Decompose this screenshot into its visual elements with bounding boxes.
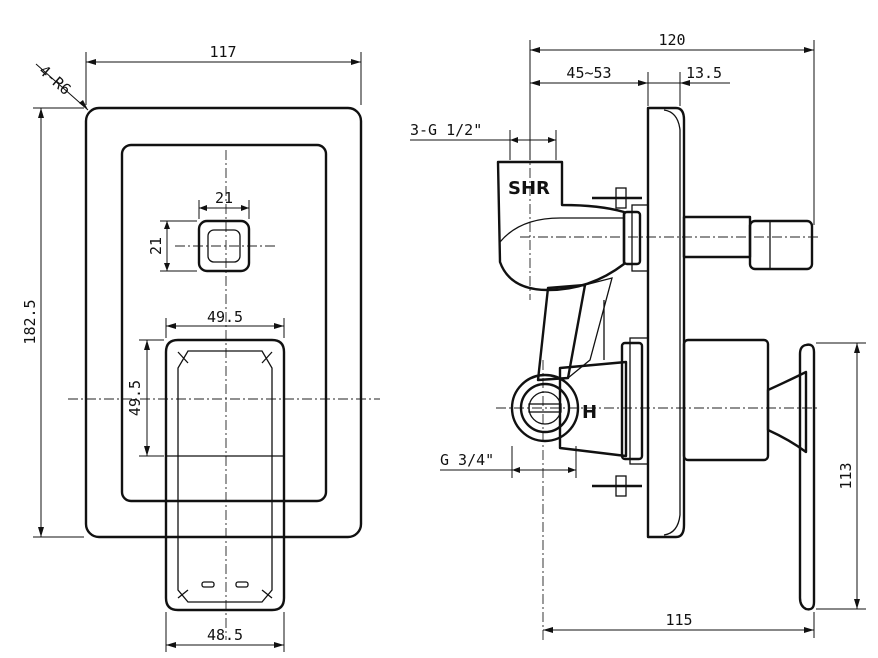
front-lever-bevel (177, 350, 273, 603)
side-logo-shr: SHR (508, 178, 550, 199)
front-diverter-knob (197, 219, 251, 273)
front-lever-slot-left (201, 581, 215, 588)
dim-arrow (568, 467, 576, 473)
dim-lever-width-label: 49.5 (207, 308, 243, 326)
side-outlet-body-curve (499, 217, 624, 243)
side-diverter-knob-side (748, 219, 814, 271)
dim-arrow (548, 137, 556, 143)
dim-arrow (164, 263, 170, 271)
dim-arrow (274, 323, 284, 329)
dim-depth-total-label: 120 (658, 31, 685, 49)
dim-knob-width-label: 21 (215, 189, 233, 207)
dim-arrow (854, 599, 860, 609)
dim-plate-thickness-label: 13.5 (686, 64, 722, 82)
side-wall-plate (646, 106, 686, 539)
front-cover-recess (120, 143, 328, 503)
dim-arrow (543, 627, 553, 633)
side-screw-upper-head (615, 187, 627, 209)
dim-depth-range-label: 45~53 (566, 64, 611, 82)
dim-arrow (530, 47, 540, 53)
dim-cover-height-label: 113 (837, 462, 855, 489)
front-diverter-knob-inner (207, 229, 241, 263)
dim-arrow (241, 205, 249, 211)
dim-arrow (351, 59, 361, 65)
side-view: SHR H 120 45~53 13.5 (410, 31, 866, 640)
dim-arrow (804, 627, 814, 633)
front-cover-plate (84, 106, 363, 539)
dim-lever-bottom-width-label: 48.5 (207, 626, 243, 644)
front-lever-facet-bottom-left (177, 589, 189, 599)
dim-arrow (164, 221, 170, 229)
dim-height-total-label: 182.5 (21, 299, 39, 344)
dim-arrow (804, 47, 814, 53)
dim-inlet-thread-label: G 3/4" (440, 451, 494, 469)
dim-arrow (79, 100, 88, 110)
dim-lever-height-label: 49.5 (126, 380, 144, 416)
front-lever-slot-right (235, 581, 249, 588)
dim-outlet-thread-label: 3-G 1/2" (410, 121, 482, 139)
dim-arrow (510, 137, 518, 143)
dim-arrow (274, 642, 284, 648)
dim-arrow (38, 527, 44, 537)
side-inlet-slot (528, 403, 562, 413)
dim-arrow (144, 446, 150, 456)
dim-arrow (854, 343, 860, 353)
dim-arrow (512, 467, 520, 473)
dim-body-depth-label: 115 (665, 611, 692, 629)
side-screw-lower-head (615, 475, 627, 497)
dim-leader-corner-radius (35, 63, 89, 111)
side-lever-cartridge (682, 338, 770, 462)
front-lever-facet-bottom-right (261, 589, 273, 599)
side-lever-neck (766, 370, 808, 454)
dim-arrow (144, 340, 150, 350)
dim-arrow (638, 80, 648, 86)
side-hot-marker: H (582, 402, 597, 423)
side-connecting-arm-strut (567, 277, 613, 379)
dim-arrow (680, 80, 690, 86)
side-inlet-ring (519, 382, 571, 434)
dim-arrow (166, 323, 176, 329)
dim-arrow (166, 642, 176, 648)
dim-arrow (86, 59, 96, 65)
side-collar-upper-ring (631, 204, 649, 272)
side-inlet-outer (510, 373, 580, 443)
dim-arrow (530, 80, 540, 86)
side-lever-cover (798, 343, 816, 611)
side-outlet-body (496, 160, 626, 292)
front-lever-facet-top-right (261, 351, 273, 364)
dim-arrow (199, 205, 207, 211)
side-valve-collar (620, 341, 644, 461)
front-view: 117 4-R6 182.5 21 21 49.5 (21, 43, 380, 652)
dim-arrow (38, 108, 44, 118)
front-lever-facet-top-left (177, 351, 189, 364)
side-wall-plate-edge (663, 109, 681, 536)
side-valve-body (558, 360, 628, 458)
side-valve-collar-ring (629, 337, 649, 465)
dim-knob-height-label: 21 (147, 237, 165, 255)
front-lever-handle (164, 338, 286, 612)
dim-width-total-label: 117 (209, 43, 236, 61)
